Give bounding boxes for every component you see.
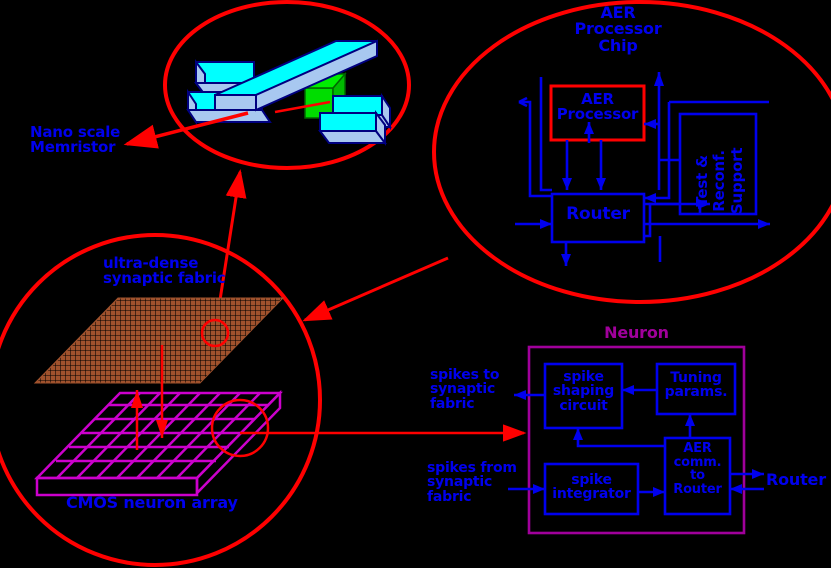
aer-chip-schematic xyxy=(515,72,770,266)
memristor-cell-pointer xyxy=(274,100,331,114)
neuron-boundary-box xyxy=(527,345,746,535)
label-aer-processor-chip-title: AER Processor Chip xyxy=(574,3,662,55)
cmos-neuron-array xyxy=(34,389,283,497)
label-tuning-params: Tuning params. xyxy=(664,370,728,401)
aer-processor-box xyxy=(549,84,646,142)
label-test-reconf-support: Test & Reconf. Support xyxy=(693,147,746,215)
aer-chip-zoom-circle xyxy=(432,0,831,304)
memristor-zoom-circle xyxy=(163,0,411,170)
fabric-array-coupling-arrows xyxy=(131,345,168,450)
test-reconf-box xyxy=(678,112,758,216)
nanowire-bottom-right-front xyxy=(318,110,387,146)
label-neuron-title: Neuron xyxy=(604,323,669,342)
label-router: Router xyxy=(566,204,630,224)
label-spike-shaping-circuit: spike shaping circuit xyxy=(552,369,615,414)
nanowire-diagonal-top xyxy=(214,39,378,112)
cmos-substrate-slab xyxy=(35,476,199,497)
arrow-aer-chip-to-chip-stack xyxy=(302,256,449,322)
router-box xyxy=(550,192,646,244)
label-synaptic-fabric: ultra-dense synaptic fabric xyxy=(103,254,226,288)
fabric-crosspoint-highlight xyxy=(200,318,230,348)
label-aer-comm-to-router: AER comm. to Router xyxy=(673,441,722,497)
aer-comm-to-router-box xyxy=(663,436,732,516)
label-nano-memristor: Nano scale Memristor xyxy=(30,123,121,157)
synaptic-fabric-plane xyxy=(33,297,285,384)
label-cmos-neuron-array: CMOS neuron array xyxy=(66,493,238,512)
cmos-substrate-side xyxy=(195,389,282,497)
label-spikes-to-synaptic-fabric: spikes to synaptic fabric xyxy=(430,367,500,412)
label-spike-integrator: spike integrator xyxy=(552,472,631,503)
label-spikes-from-synaptic-fabric: spikes from synaptic fabric xyxy=(427,460,517,505)
cmos-neuron-highlight xyxy=(210,398,270,458)
arrow-to-nano-memristor-label xyxy=(123,111,249,149)
neuron-schematic xyxy=(508,362,764,516)
label-aer-processor: AER Processor xyxy=(556,90,639,124)
memristor-crossbar-illustration xyxy=(186,39,392,146)
label-router-port: Router xyxy=(766,470,826,489)
chip-stack-zoom-circle xyxy=(0,233,322,567)
